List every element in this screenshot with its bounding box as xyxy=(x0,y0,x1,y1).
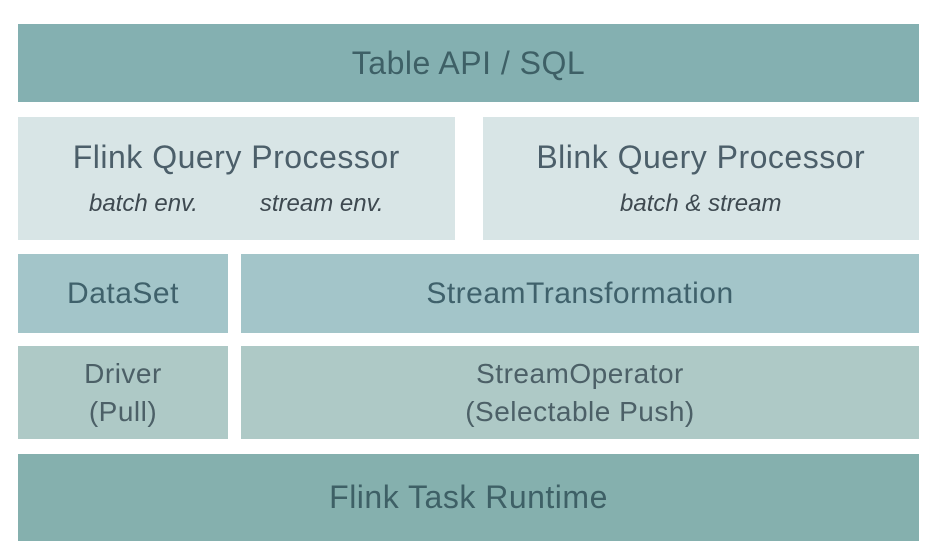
flink-task-runtime-layer: Flink Task Runtime xyxy=(18,454,919,541)
blink-query-processor-title: Blink Query Processor xyxy=(536,139,866,175)
stream-env-label: stream env. xyxy=(259,190,384,217)
transformation-row: DataSet StreamTransformation xyxy=(18,254,919,333)
flink-architecture-diagram: Table API / SQL Flink Query Processor ba… xyxy=(18,24,919,541)
query-processor-row: Flink Query Processor batch env. stream … xyxy=(18,117,919,240)
driver-label-line2: (Pull) xyxy=(88,395,158,427)
stream-operator-label-line2: (Selectable Push) xyxy=(465,395,695,427)
table-api-sql-layer: Table API / SQL xyxy=(18,24,919,102)
stream-operator-box: StreamOperator (Selectable Push) xyxy=(241,346,919,439)
dataset-label: DataSet xyxy=(67,276,179,310)
blink-query-processor-box: Blink Query Processor batch & stream xyxy=(482,117,920,240)
operator-row: Driver (Pull) StreamOperator (Selectable… xyxy=(18,346,919,439)
stream-operator-label-line1: StreamOperator xyxy=(476,357,684,389)
driver-box: Driver (Pull) xyxy=(18,346,228,439)
blink-processor-subtitles: batch & stream xyxy=(483,190,920,218)
driver-label-line1: Driver xyxy=(84,357,162,389)
batch-env-label: batch env. xyxy=(88,190,198,217)
stream-transformation-box: StreamTransformation xyxy=(241,254,919,333)
table-api-sql-label: Table API / SQL xyxy=(351,44,586,81)
batch-and-stream-label: batch & stream xyxy=(620,190,782,217)
flink-query-processor-box: Flink Query Processor batch env. stream … xyxy=(18,117,455,240)
flink-task-runtime-label: Flink Task Runtime xyxy=(329,479,608,515)
dataset-box: DataSet xyxy=(18,254,228,333)
stream-transformation-label: StreamTransformation xyxy=(426,276,734,310)
flink-processor-subtitles: batch env. stream env. xyxy=(18,190,455,218)
flink-query-processor-title: Flink Query Processor xyxy=(72,139,400,175)
